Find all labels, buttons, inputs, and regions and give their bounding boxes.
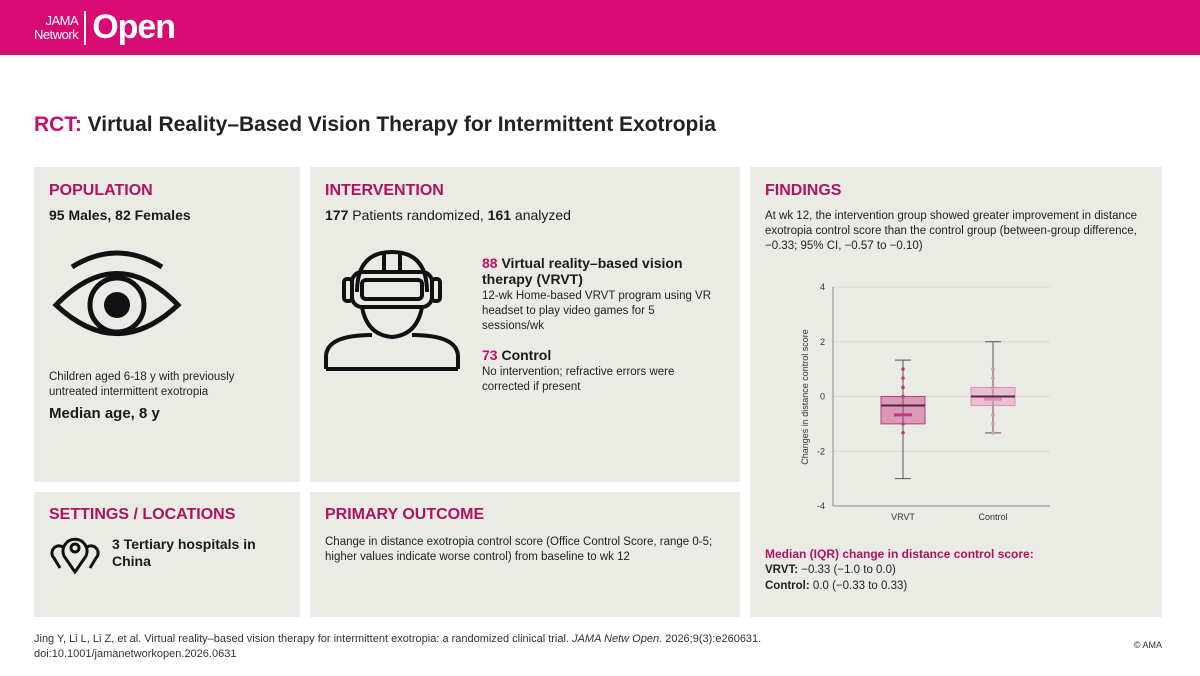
y-axis-label: Changes in distance control score	[800, 329, 810, 465]
eye-icon	[52, 250, 182, 336]
control-median: Control: 0.0 (−0.33 to 0.33)	[765, 579, 907, 594]
control-description: No intervention; refractive errors were …	[482, 366, 675, 393]
data-point	[901, 422, 905, 426]
control-n: 73	[482, 347, 498, 363]
title-prefix: RCT:	[34, 113, 82, 136]
vrvt-name: Virtual reality–based vision therapy (VR…	[482, 255, 683, 287]
page-title: RCT: Virtual Reality–Based Vision Therap…	[34, 113, 716, 137]
y-tick-label: -4	[817, 501, 825, 511]
population-panel: POPULATION 95 Males, 82 Females Children…	[34, 167, 300, 482]
data-point	[991, 413, 995, 417]
settings-heading: SETTINGS / LOCATIONS	[49, 506, 236, 523]
citation-line1: Jing Y, Li L, Li Z, et al. Virtual reali…	[34, 633, 569, 645]
control-arm-title: 73 Control	[482, 347, 551, 363]
y-tick-label: 0	[820, 392, 825, 402]
citation-doi: doi:10.1001/jamanetworkopen.2026.0631	[34, 648, 237, 660]
data-point	[901, 431, 905, 435]
citation-line1b: 2026;9(3):e260631.	[665, 633, 762, 645]
data-point	[901, 367, 905, 371]
data-point	[991, 367, 995, 371]
control-value: 0.0 (−0.33 to 0.33)	[812, 580, 908, 592]
vrvt-description: 12-wk Home-based VRVT program using VR h…	[482, 290, 712, 332]
citation: Jing Y, Li L, Li Z, et al. Virtual reali…	[34, 632, 761, 662]
randomized-num: 177	[325, 207, 349, 223]
vrvt-median: VRVT: −0.33 (−1.0 to 0.0)	[765, 563, 896, 578]
data-point	[991, 376, 995, 380]
y-tick-label: -2	[817, 446, 825, 456]
data-point	[991, 385, 995, 390]
vrvt-label: VRVT:	[765, 564, 799, 576]
title-text: Virtual Reality–Based Vision Therapy for…	[87, 113, 716, 136]
median-age: Median age, 8 y	[49, 405, 160, 422]
logo-line2: Network	[34, 26, 79, 42]
y-tick-label: 4	[820, 282, 825, 292]
findings-panel: FINDINGS At wk 12, the intervention grou…	[750, 167, 1162, 617]
vr-headset-person-icon	[324, 249, 460, 371]
data-point	[901, 394, 905, 399]
logo-line1: JAMA	[45, 12, 79, 28]
population-description: Children aged 6-18 y with previously unt…	[49, 371, 235, 398]
population-heading: POPULATION	[49, 182, 153, 199]
y-tick-label: 2	[820, 337, 825, 347]
primary-outcome-text: Change in distance exotropia control sco…	[325, 536, 713, 563]
intervention-panel: INTERVENTION 177 Patients randomized, 16…	[310, 167, 740, 482]
box	[880, 396, 926, 425]
findings-text: At wk 12, the intervention group showed …	[765, 210, 1138, 252]
primary-outcome-heading: PRIMARY OUTCOME	[325, 506, 485, 523]
settings-text: 3 Tertiary hospitals in China	[112, 536, 256, 569]
population-summary: 95 Males, 82 Females	[49, 207, 191, 223]
vrvt-n: 88	[482, 255, 498, 271]
x-tick-label: Control	[978, 512, 1007, 522]
x-tick-label: VRVT	[891, 512, 915, 522]
intervention-heading: INTERVENTION	[325, 182, 444, 199]
data-point	[901, 376, 905, 380]
control-name: Control	[501, 347, 552, 363]
control-label: Control:	[765, 580, 810, 592]
randomized-text: Patients randomized,	[352, 207, 484, 223]
analyzed-num: 161	[487, 207, 512, 223]
logo-main: Open	[92, 8, 176, 46]
location-pins-icon	[50, 537, 100, 575]
citation-journal: JAMA Netw Open.	[572, 633, 663, 645]
data-point	[901, 385, 905, 390]
findings-heading: FINDINGS	[765, 182, 842, 199]
settings-panel: SETTINGS / LOCATIONS 3 Tertiary hospital…	[34, 492, 300, 617]
randomized-summary: 177 Patients randomized, 161 analyzed	[325, 207, 571, 223]
vrvt-value: −0.33 (−1.0 to 0.0)	[801, 564, 896, 576]
data-point	[991, 431, 995, 435]
vrvt-arm-title: 88 Virtual reality–based vision therapy …	[482, 255, 722, 287]
median-heading: Median (IQR) change in distance control …	[765, 547, 1034, 561]
analyzed-text: analyzed	[514, 207, 571, 223]
copyright: © AMA	[1133, 640, 1162, 650]
box-plot: Changes in distance control score 4 2 0 -2 -…	[800, 282, 1050, 522]
primary-outcome-panel: PRIMARY OUTCOME Change in distance exotr…	[310, 492, 740, 617]
data-point	[991, 422, 995, 426]
